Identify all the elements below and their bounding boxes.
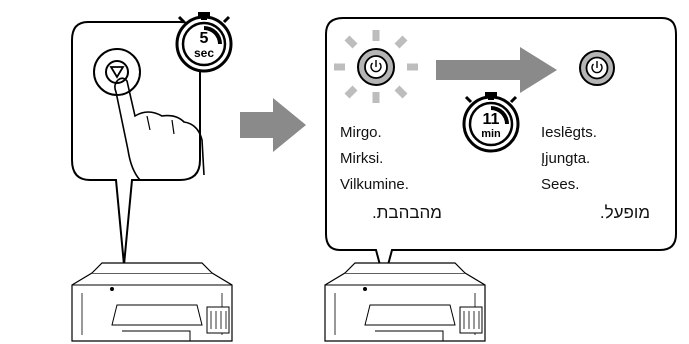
flashing-power-icon (334, 30, 418, 103)
printer-left (71, 262, 233, 342)
label-blinking-et: Vilkumine. (340, 176, 409, 193)
printer-right (324, 262, 486, 342)
label-on-et: Sees. (541, 176, 580, 193)
timer-left-unit: sec (194, 46, 214, 60)
label-blinking-lv: Mirgo. (340, 124, 382, 141)
power-icon-on (579, 50, 615, 86)
timer-right-unit: min (481, 128, 501, 140)
pointing-hand-icon (114, 77, 205, 181)
right-arrow-icon (436, 47, 557, 93)
label-blinking-lt: Mirksi. (340, 150, 384, 167)
stop-button-icon (93, 48, 141, 96)
label-blinking-he: מהבהבת. (371, 203, 442, 222)
timer-left-value: 5 (200, 30, 209, 47)
label-on-lt: Įjungta. (541, 150, 591, 167)
timer-right-value: 11 (483, 111, 500, 128)
label-on-lv: Ieslēgts. (541, 124, 597, 141)
label-on-he: מופעל. (599, 203, 650, 222)
right-arrow-icon (240, 98, 306, 152)
